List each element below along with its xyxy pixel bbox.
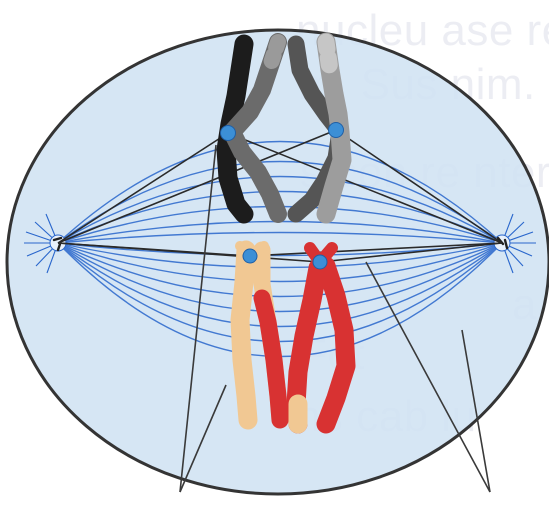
centromere-icon [313, 255, 327, 269]
centromere-icon [329, 123, 344, 138]
centromere-icon [243, 249, 257, 263]
centromere-icon [221, 126, 236, 141]
